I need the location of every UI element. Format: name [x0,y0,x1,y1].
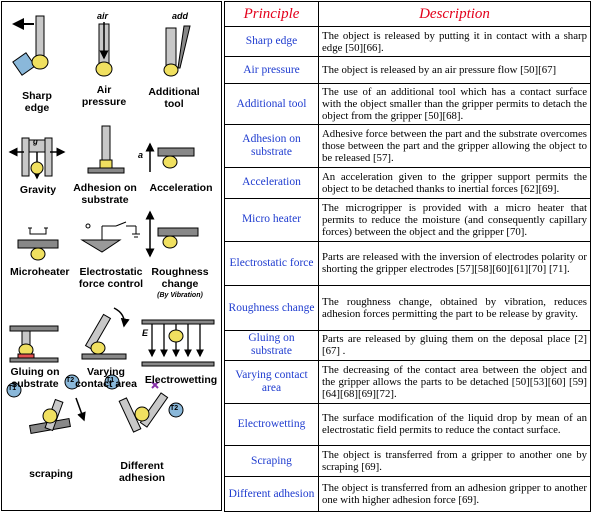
description-cell: The object is transferred from a gripper… [318,444,591,478]
figure-drawings [6,15,215,434]
caption-scraping: scraping [29,468,73,480]
electrostatic-control-drawing [80,221,140,253]
principle-cell: Varying contact area [224,360,319,404]
description-cell: The surface modification of the liquid d… [318,402,591,446]
caption-varying-contact-area-text: Varying contact area [75,366,137,390]
label-e: E [142,328,149,338]
principle-cell: Acceleration [224,166,319,200]
header-principle: Principle [224,1,319,27]
caption-varying-contact-area: Varying contact area [74,366,138,390]
principle-cell: Air pressure [224,56,319,84]
table-header-row: Principle Description [224,1,591,27]
principle-cell: Electrostatic force [224,240,319,287]
roughness-change-drawing [145,210,199,258]
acceleration-drawing [145,142,195,172]
varying-contact-drawing [81,307,130,360]
description-cell: Adhesive force between the part and the … [318,124,591,168]
label-t1-right: T1 [106,377,115,384]
caption-additional-tool-text: Additional tool [148,86,200,110]
principle-cell: Micro heater [224,198,319,242]
caption-air-pressure-text: Air pressure [81,84,127,108]
principle-cell: Scraping [224,444,319,478]
principle-cell: Adhesion on substrate [224,124,319,168]
electrowetting-drawing [141,319,215,367]
caption-gluing-on-substrate-text: Gluing on substrate [10,366,60,390]
description-cell: The roughness change, obtained by vibrat… [318,285,591,331]
label-g: g [33,137,38,146]
label-a: a [138,150,144,160]
label-t2-left: T2 [66,377,75,384]
gravity-drawing [8,137,66,180]
adhesion-substrate-drawing [87,125,125,174]
principle-cell: Sharp edge [224,25,319,58]
caption-additional-tool: Additional tool [144,86,204,110]
different-adhesion-drawing [104,374,184,433]
principle-cell: Electrowetting [224,402,319,446]
label-add: add [172,11,189,21]
caption-electrostatic-force-control-text: Electrostatic force control [78,266,144,290]
caption-gluing-on-substrate: Gluing on substrate [8,366,62,390]
caption-gravity: Gravity [19,184,57,196]
caption-different-adhesion: Different adhesion [112,460,172,484]
caption-sharp-edge: Sharp edge [12,90,62,114]
description-cell: The object is released by an air pressur… [318,56,591,84]
description-cell: An acceleration given to the gripper sup… [318,166,591,200]
caption-acceleration: Acceleration [149,182,213,194]
sharp-edge-drawing [12,15,49,76]
description-cell: The object is transferred from an adhesi… [318,476,591,512]
description-cell: Parts are released with the inversion of… [318,240,591,287]
label-air: air [97,11,109,21]
principle-cell: Roughness change [224,285,319,331]
additional-tool-drawing [163,25,191,77]
caption-by-vibration: (By Vibration) [157,292,203,299]
microheater-drawing [17,227,59,261]
air-pressure-drawing [95,22,113,77]
description-cell: Parts are released by gluing them on the… [318,329,591,362]
principle-cell: Gluing on substrate [224,329,319,362]
scraping-drawing [6,374,86,434]
principle-cell: Different adhesion [224,476,319,512]
caption-adhesion-on-substrate: Adhesion on substrate [72,182,138,206]
release-principles-figure: Sharp edge Air pressure Additional tool … [1,1,222,511]
description-cell: The decreasing of the contact area betwe… [318,360,591,404]
gluing-substrate-drawing [9,325,59,363]
label-t1-left: T1 [8,385,17,392]
caption-roughness-change-text: Roughness change [151,266,209,290]
description-cell: The object is released by putting it in … [318,25,591,58]
description-cell: The use of an additional tool which has … [318,82,591,126]
caption-different-adhesion-text: Different adhesion [118,460,166,484]
caption-air-pressure: Air pressure [80,84,128,108]
caption-roughness-change: Roughness change [150,266,210,290]
caption-microheater: Microheater [10,266,70,278]
caption-adhesion-on-substrate-text: Adhesion on substrate [73,182,137,206]
description-cell: The microgripper is provided with a micr… [318,198,591,242]
principle-cell: Additional tool [224,82,319,126]
caption-electrowetting: Electrowetting [144,374,218,386]
header-description: Description [318,1,591,27]
caption-sharp-edge-text: Sharp edge [22,90,52,114]
label-t2-right: T2 [170,405,179,412]
caption-electrostatic-force-control: Electrostatic force control [76,266,146,290]
